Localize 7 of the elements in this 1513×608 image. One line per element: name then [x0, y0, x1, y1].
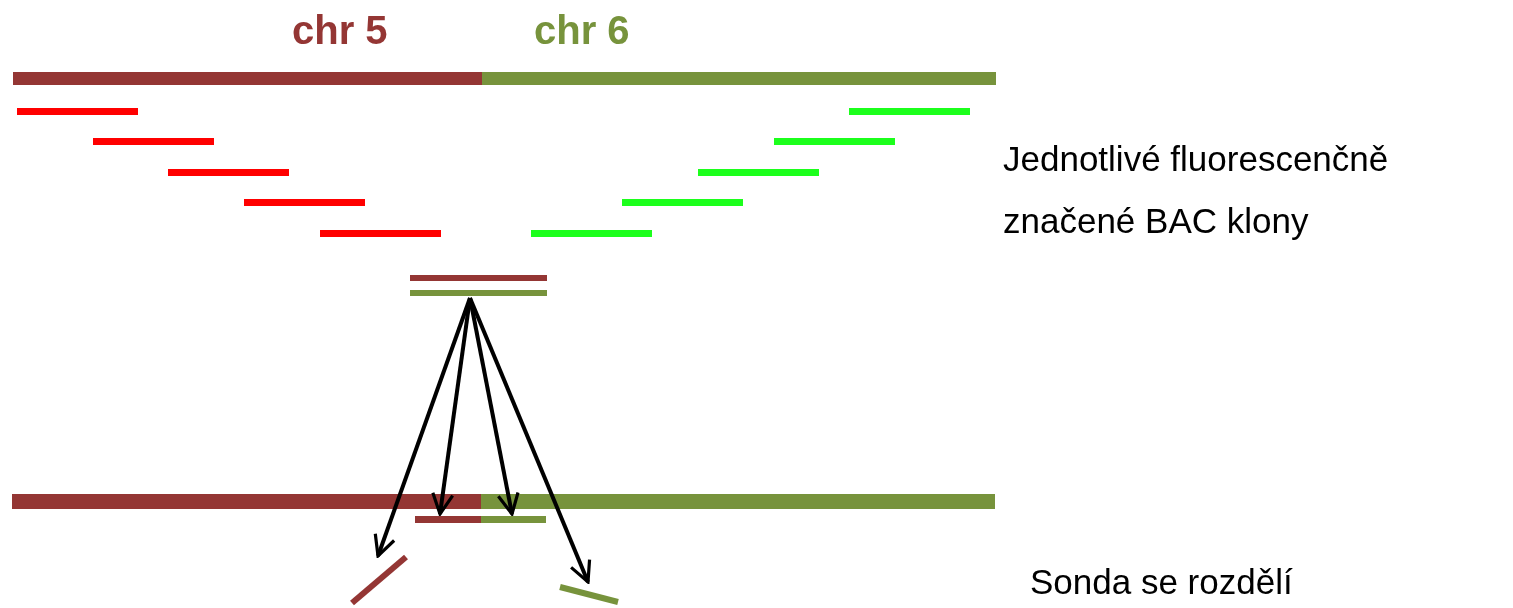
description-text: Jednotlivé fluorescenčně značené BAC klony: [1003, 138, 1390, 242]
chromosome-label: chr 6: [534, 8, 630, 53]
description-text: Sonda se rozdělí: [1030, 561, 1294, 603]
arrow: [468, 297, 520, 516]
arrow: [373, 297, 472, 558]
chromosome-label: chr 5: [292, 8, 388, 53]
arrow: [468, 297, 592, 584]
